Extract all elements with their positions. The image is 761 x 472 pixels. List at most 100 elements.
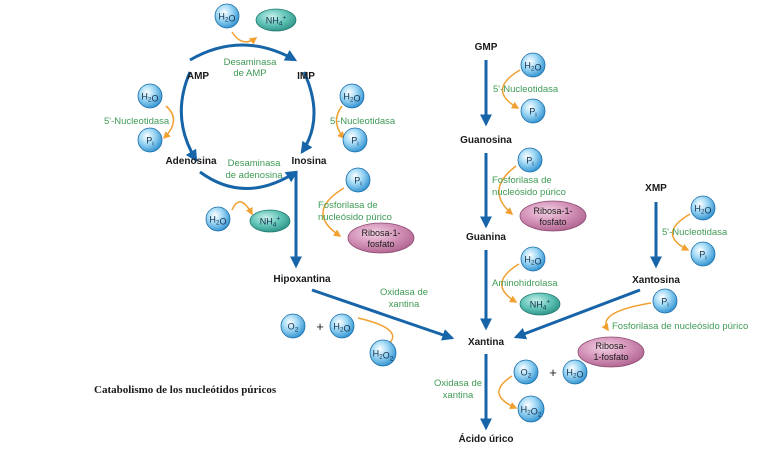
side-arrow-imp-nucleotidase [335, 105, 345, 140]
mol-h2o2-xantina: H2O2 [517, 395, 545, 423]
mol-ribosa-guanosina: Ribosa-1- fosfato [519, 200, 587, 232]
mol-h2o-xmp: H2O [690, 195, 716, 221]
mol-h2o-adenosina: H2O [205, 206, 231, 232]
side-arrow-xmp-nucleotidase [671, 213, 691, 251]
enzyme-desaminasa-adenosina-2: de adenosina [225, 170, 283, 181]
mol-h2o-xmp-label: H2O [694, 204, 711, 216]
mol-pi-xmp-label: Pi [699, 250, 706, 262]
mol-o2-xantina: O2 [513, 359, 539, 385]
mol-h2o-xantina: H2O [562, 359, 588, 385]
mol-pi-xantosina-label: Pi [661, 297, 668, 309]
mol-pi-gmp-label: Pi [529, 107, 536, 119]
mol-pi-imp-nucleotidase: Pi [342, 127, 368, 153]
mol-h2o-imp-nucleotidase-label: H2O [343, 92, 360, 104]
arrow-adenosina-to-inosina [199, 170, 299, 190]
mol-pi-guanosina: Pi [517, 147, 543, 173]
mol-ribosa-guanosina-label-2: fosfato [539, 217, 566, 227]
label-acido-urico: Ácido úrico [458, 432, 513, 445]
mol-nh4-adenosina: NH4+ [249, 209, 291, 233]
label-inosina: Inosina [291, 156, 326, 167]
enzyme-oxidasa-hipoxantina-2: xantina [389, 299, 420, 310]
mol-ribosa-xantosina-label-1: Ribosa- [595, 341, 626, 351]
plus-sign-hipoxantina: + [316, 319, 324, 334]
label-xantina: Xantina [468, 337, 505, 348]
mol-pi-inosina-label: Pi [354, 176, 361, 188]
mol-pi-xantosina: Pi [652, 288, 678, 314]
mol-nh4-top-label: NH4+ [266, 15, 287, 28]
mol-h2o-guanina-label: H2O [524, 255, 541, 267]
purine-cycle [179, 43, 316, 190]
mol-h2o-amp-nucleotidase: H2O [137, 83, 163, 109]
mol-h2o-adenosina-label: H2O [209, 215, 226, 227]
mol-h2o-imp-nucleotidase: H2O [339, 83, 365, 109]
mol-pi-xmp: Pi [690, 241, 716, 267]
mol-h2o-hipoxantina: H2O [329, 313, 355, 339]
mol-o2-hipoxantina: O2 [280, 313, 306, 339]
enzyme-fosforilasa-inosina-2: nucleósido púrico [318, 212, 392, 223]
enzyme-aminohidrolasa: Aminohidrolasa [492, 278, 558, 289]
label-adenosina: Adenosina [165, 156, 217, 167]
side-arrow-inosina-phosphorylase [322, 187, 345, 237]
side-arrow-guanosina-phosphorylase [498, 165, 517, 215]
mol-ribosa-guanosina-label-1: Ribosa-1- [533, 206, 572, 216]
enzyme-fosforilasa-inosina: Fosforilasa de [318, 200, 378, 211]
side-arrow-amp-nucleotidase [162, 105, 175, 140]
arrow-imp-to-inosina [300, 71, 316, 154]
arrow-hipoxantina-to-xantina [311, 288, 455, 341]
mol-ribosa-xantosina: Ribosa- 1-fosfato [577, 336, 645, 368]
mol-nh4-guanina-label: NH4+ [530, 299, 551, 312]
enzyme-nucleotidasa-xmp: 5'-Nucleotidasa [662, 227, 728, 238]
mol-pi-inosina: Pi [345, 167, 371, 193]
enzyme-oxidasa-xantina-2: xantina [443, 390, 474, 401]
mol-pi-imp-nucleotidase-label: Pi [351, 136, 358, 148]
label-guanosina: Guanosina [460, 135, 512, 146]
mol-h2o2-hipoxantina: H2O2 [369, 339, 397, 367]
mol-h2o-guanina: H2O [520, 246, 546, 272]
mol-o2-xantina-label: O2 [521, 368, 532, 380]
side-arrow-guanina-hydrolysis [501, 263, 520, 303]
mol-h2o-top: H2O [214, 3, 240, 29]
arrow-amp-to-adenosina [179, 71, 198, 163]
enzyme-oxidasa-xantina: Oxidasa de [434, 378, 482, 389]
mol-h2o2-xantina-label: H2O2 [521, 405, 542, 419]
label-xantosina: Xantosina [632, 275, 680, 286]
side-arrow-gmp-nucleotidase [501, 69, 521, 109]
label-amp: AMP [187, 71, 210, 82]
mol-h2o-top-label: H2O [218, 12, 235, 24]
mol-h2o-hipoxantina-label: H2O [333, 322, 350, 334]
plus-sign-xantina: + [549, 365, 557, 380]
enzyme-desaminasa-amp-2: de AMP [233, 68, 266, 79]
mol-ribosa-inosina-label-1: Ribosa-1- [361, 228, 400, 238]
label-xmp: XMP [645, 183, 667, 194]
side-arrow-adenosina-deamination [231, 201, 253, 216]
enzyme-nucleotidasa-imp: 5'-Nucleotidasa [330, 116, 396, 127]
mol-ribosa-inosina-label-2: fosfato [367, 239, 394, 249]
figure-caption: Catabolismo de los nucleótidos púricos [94, 384, 277, 396]
enzyme-oxidasa-hipoxantina: Oxidasa de [380, 287, 428, 298]
mol-h2o-xantina-label: H2O [566, 368, 583, 380]
side-arrow-amp-deamination [231, 31, 258, 45]
mol-h2o-amp-nucleotidase-label: H2O [141, 92, 158, 104]
enzyme-desaminasa-adenosina: Desaminasa [228, 158, 282, 169]
enzyme-fosforilasa-guanosina: Fosforilasa de [492, 175, 552, 186]
mol-o2-hipoxantina-label: O2 [288, 322, 299, 334]
label-guanina: Guanina [466, 232, 506, 243]
mol-nh4-adenosina-label: NH4+ [260, 216, 281, 229]
enzyme-fosforilasa-guanosina-2: nucleósido púrico [492, 187, 566, 198]
side-arrow-xantina-oxidation [498, 375, 518, 410]
label-imp: IMP [297, 71, 315, 82]
mol-nh4-top: NH4+ [255, 8, 297, 32]
enzyme-fosforilasa-xantosina: Fosforilasa de nucleósido púrico [612, 321, 748, 332]
mol-h2o-gmp-label: H2O [524, 61, 541, 73]
enzyme-nucleotidasa-gmp: 5'-Nucleotidasa [493, 84, 559, 95]
mol-pi-gmp: Pi [520, 98, 546, 124]
mol-pi-guanosina-label: Pi [526, 156, 533, 168]
side-arrow-xantosina-phosphorylase [601, 302, 652, 332]
enzyme-desaminasa-amp: Desaminasa [224, 57, 278, 68]
label-gmp: GMP [475, 42, 498, 53]
arrow-xantosina-to-xantina [513, 288, 641, 340]
mol-h2o-gmp: H2O [520, 52, 546, 78]
arrow-amp-to-imp [189, 43, 298, 62]
label-hipoxantina: Hipoxantina [273, 274, 331, 285]
